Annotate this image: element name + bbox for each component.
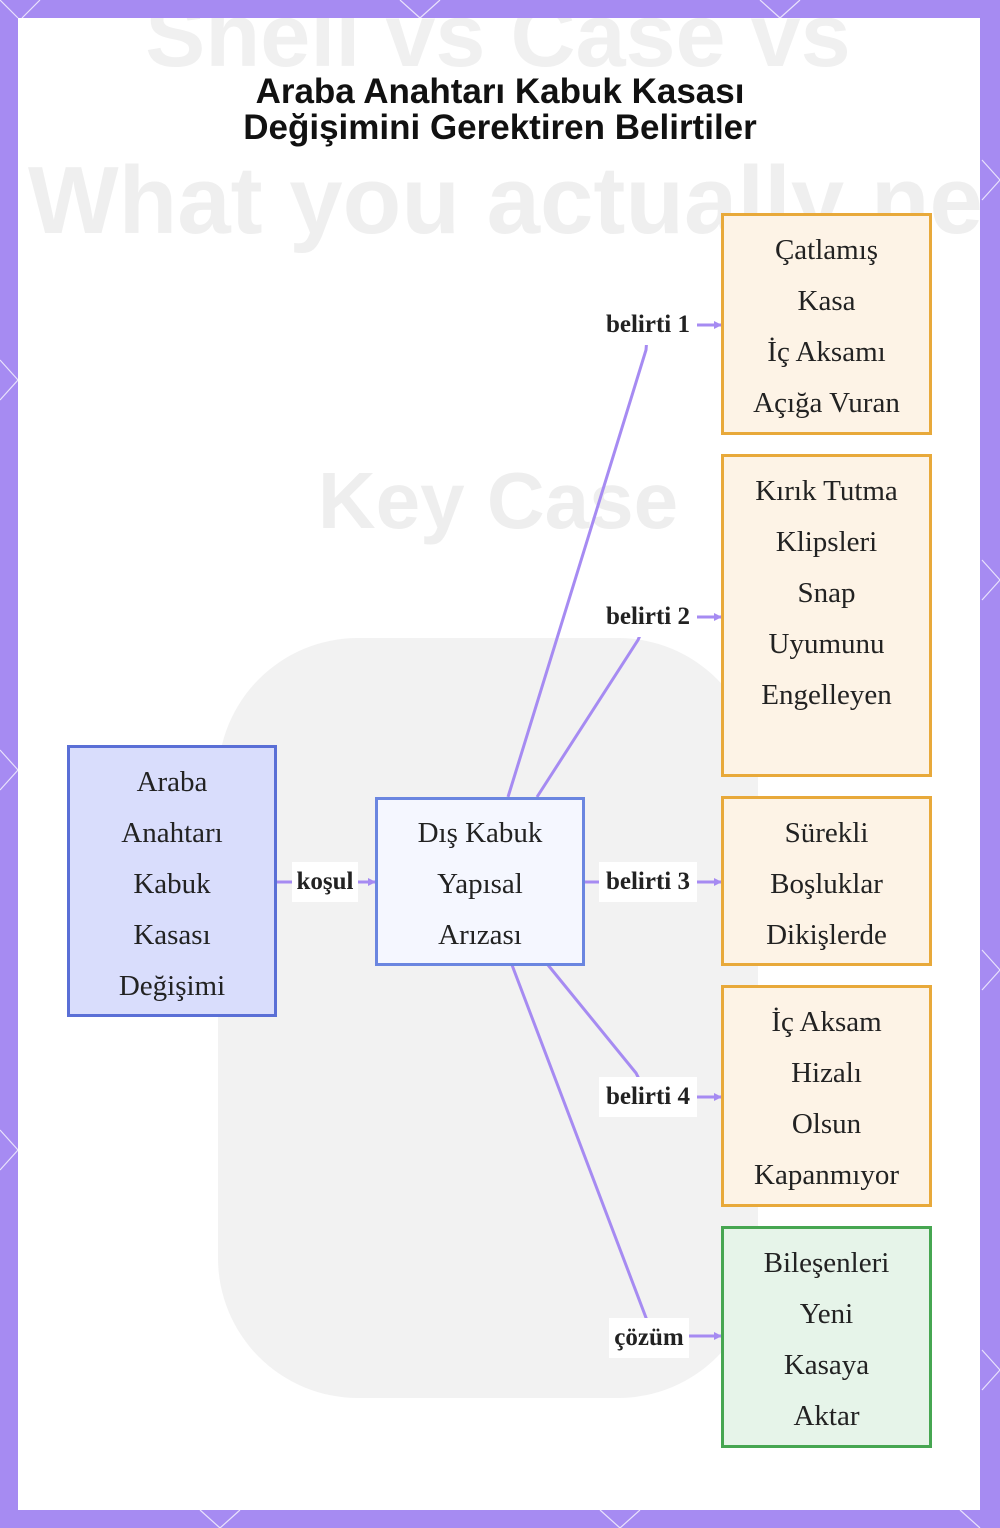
edge-label-symptom-3: belirti 3 bbox=[599, 862, 697, 902]
node-symptom-gaps-at-seams: Sürekli Boşluklar Dikişlerde bbox=[721, 796, 932, 966]
edge-label-symptom-4: belirti 4 bbox=[599, 1077, 697, 1117]
edge-label-solution: çözüm bbox=[609, 1318, 689, 1358]
edge-fault-to-symptom1 bbox=[508, 325, 721, 797]
edge-fault-to-symptom2 bbox=[537, 617, 721, 797]
node-solution-transfer-components: Bileşenleri Yeni Kasaya Aktar bbox=[721, 1226, 932, 1448]
node-symptom-broken-clips: Kırık Tutma Klipsleri Snap Uyumunu Engel… bbox=[721, 454, 932, 777]
node-key-shell-replacement: Araba Anahtarı Kabuk Kasası Değişimi bbox=[67, 745, 277, 1017]
node-outer-shell-failure: Dış Kabuk Yapısal Arızası bbox=[375, 797, 585, 966]
edge-label-condition: koşul bbox=[292, 862, 358, 902]
edge-label-symptom-1: belirti 1 bbox=[599, 305, 697, 345]
edge-label-symptom-2: belirti 2 bbox=[599, 597, 697, 637]
node-symptom-not-closing: İç Aksam Hizalı Olsun Kapanmıyor bbox=[721, 985, 932, 1207]
node-symptom-cracked-case: Çatlamış Kasa İç Aksamı Açığa Vuran bbox=[721, 213, 932, 435]
edge-fault-to-solution bbox=[512, 965, 721, 1336]
